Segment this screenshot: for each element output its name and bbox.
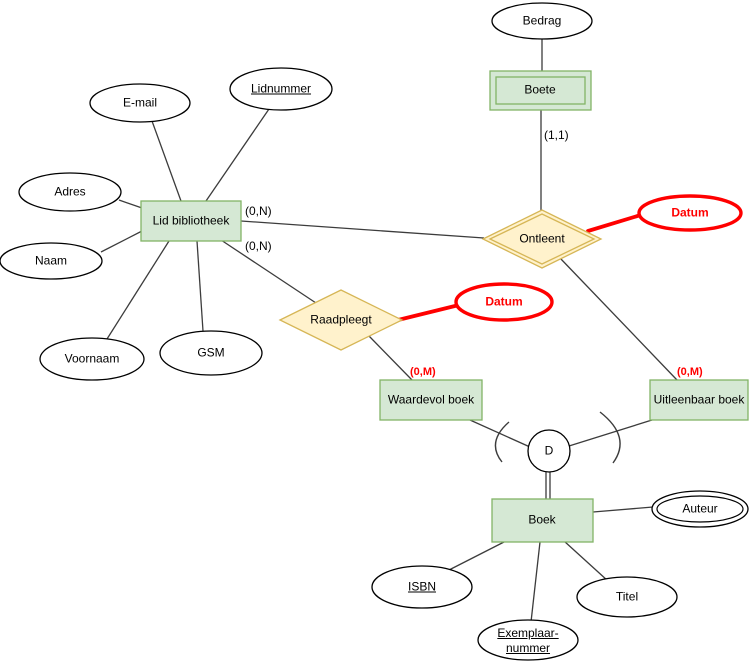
connector-uitleenbaar-d <box>568 419 653 447</box>
uitleenbaar-boek-entity-label: Uitleenbaar boek <box>653 392 745 407</box>
boete-weak-entity-rect-inner <box>495 76 586 105</box>
disjoint-specialization-label: D <box>544 443 554 458</box>
bedrag-attribute-label: Bedrag <box>522 13 562 28</box>
auteur-multivalue-ellipse-outer <box>651 490 749 528</box>
raadpleegt-relationship-diamond <box>278 289 404 351</box>
voornaam-attribute-label: Voornaam <box>64 351 120 366</box>
connector-naam-lid <box>100 230 143 253</box>
voornaam-attribute-ellipse <box>39 337 145 381</box>
naam-attribute-label: Naam <box>34 253 68 268</box>
isbn-attribute-ellipse <box>371 565 473 609</box>
connector-boek-auteur <box>592 506 654 513</box>
connector-boek-isbn <box>448 541 505 571</box>
email-attribute-label: E-mail <box>122 95 158 110</box>
datum-ontleent-label: Datum <box>671 205 709 220</box>
specialization-arc-right <box>599 411 621 464</box>
ontleent-relationship-diamond-inner <box>488 213 596 265</box>
connector-waardevol-d <box>469 419 531 448</box>
gsm-attribute-ellipse <box>159 330 263 376</box>
titel-attribute-ellipse <box>576 576 678 618</box>
adres-attribute-ellipse <box>18 172 122 212</box>
titel-attribute-label: Titel <box>615 589 639 604</box>
cardinality-ontleent-uitleenbaar: (0,M) <box>677 366 703 378</box>
datum-raadpleegt-label: Datum <box>485 294 523 309</box>
exemplaarnummer-line1: Exemplaar- <box>497 626 559 640</box>
auteur-attribute-label: Auteur <box>682 501 718 516</box>
connector-ontleent-datum-red <box>586 212 646 233</box>
exemplaarnummer-attribute-label: Exemplaar- nummer <box>497 626 558 656</box>
specialization-arc-left <box>494 421 510 463</box>
connector-lidnummer-lid <box>205 108 270 202</box>
cardinality-lid-raadpleegt: (0,N) <box>245 239 272 253</box>
adres-attribute-label: Adres <box>54 184 86 199</box>
disjoint-specialization-circle <box>527 429 571 473</box>
connector-raadpleegt-datum-red <box>396 303 461 322</box>
naam-attribute-ellipse <box>0 242 103 280</box>
datum-raadpleegt-ellipse-red <box>454 282 554 322</box>
uitleenbaar-boek-entity-rect <box>649 379 749 421</box>
email-attribute-ellipse <box>89 83 191 123</box>
waardevol-boek-entity-label: Waardevol boek <box>387 392 475 407</box>
connector-raadpleegt-waardevol <box>368 335 413 381</box>
connector-boek-titel <box>563 540 609 582</box>
connector-email-lid <box>151 120 182 202</box>
raadpleegt-relationship-label: Raadpleegt <box>310 312 372 327</box>
boek-entity-rect <box>491 498 594 543</box>
connector-boek-exemplaarnummer <box>530 541 541 623</box>
gsm-attribute-label: GSM <box>197 345 225 360</box>
cardinality-raadpleegt-waardevol: (0,M) <box>410 366 436 378</box>
exemplaarnummer-line2: nummer <box>505 641 551 655</box>
cardinality-boete-ontleent: (1,1) <box>544 128 569 142</box>
boek-entity-label: Boek <box>528 512 556 527</box>
connector-ontleent-uitleenbaar <box>559 257 678 381</box>
lidnummer-attribute-ellipse <box>229 67 333 111</box>
cardinality-lid-ontleent: (0,N) <box>245 204 272 218</box>
ontleent-relationship-diamond-outer <box>481 209 603 269</box>
lidnummer-attribute-label: Lidnummer <box>250 81 312 96</box>
connector-lid-raadpleegt <box>220 239 317 304</box>
lid-bibliotheek-entity-label: Lid bibliotheek <box>152 213 230 228</box>
connector-gsm-lid <box>196 240 204 332</box>
ontleent-relationship-label: Ontleent <box>519 231 565 246</box>
lid-bibliotheek-entity-rect <box>140 200 242 242</box>
auteur-multivalue-ellipse-inner <box>656 495 744 523</box>
bedrag-attribute-ellipse <box>491 2 593 40</box>
isbn-attribute-label: ISBN <box>407 579 437 594</box>
connector-adres-lid <box>118 199 143 209</box>
exemplaarnummer-attribute-ellipse <box>477 619 579 661</box>
connector-lid-ontleent <box>240 220 485 239</box>
waardevol-boek-entity-rect <box>379 379 483 421</box>
boete-entity-label: Boete <box>524 82 556 97</box>
connector-voornaam-lid <box>106 240 170 340</box>
datum-ontleent-ellipse-red <box>637 194 743 232</box>
